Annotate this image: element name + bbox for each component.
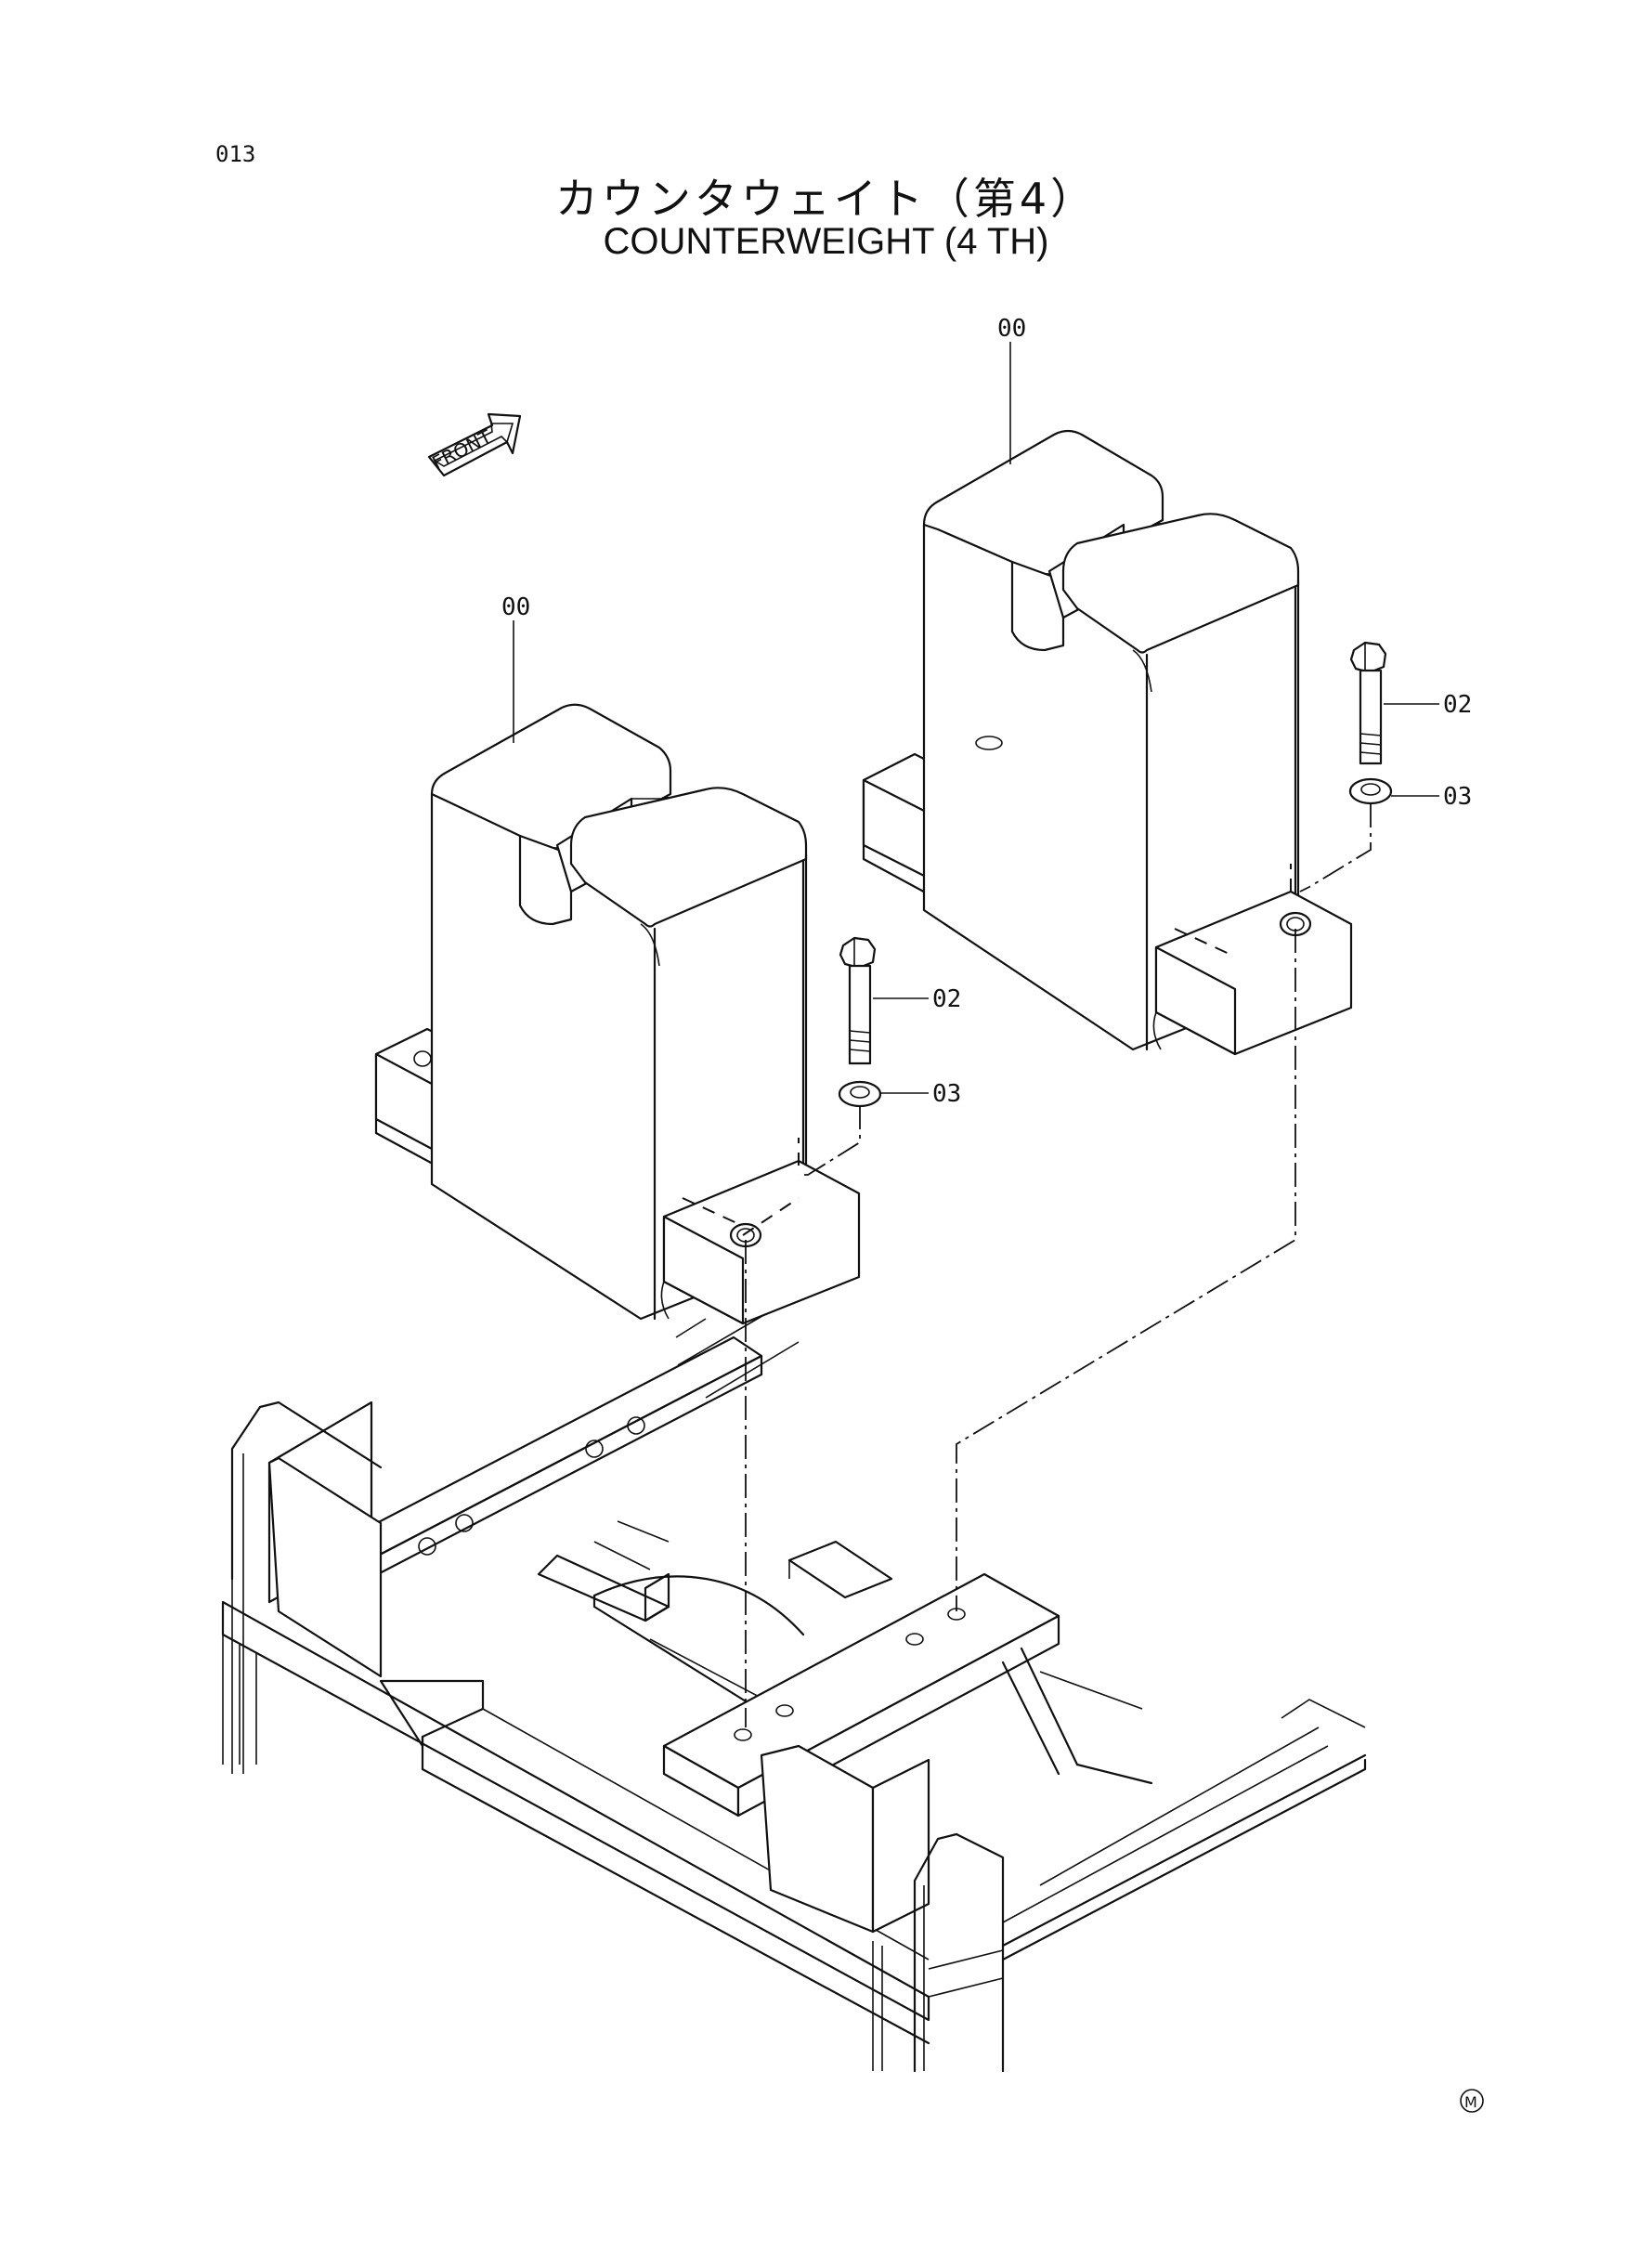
leader-lines [513, 342, 1439, 1094]
assembly-lines [745, 803, 1372, 1727]
model-mark-letter: M [1464, 2093, 1477, 2111]
callout-bolt-left: 02 [932, 985, 961, 1013]
bolt-left [839, 936, 877, 1065]
model-mark: M [1460, 2089, 1484, 2113]
bolt-right [1349, 641, 1387, 765]
callout-washer-left: 03 [932, 1080, 961, 1108]
callout-counterweight-right: 00 [997, 315, 1026, 343]
washer-right [1348, 777, 1393, 805]
page-number: 013 [215, 141, 256, 167]
base-frame [221, 1299, 1367, 2073]
callout-washer-right: 03 [1443, 783, 1472, 811]
counterweight-left [374, 703, 861, 1325]
counterweight-right [862, 429, 1353, 1056]
callout-bolt-right: 02 [1443, 691, 1472, 719]
title-english: COUNTERWEIGHT (4 TH) [603, 221, 1049, 262]
title-japanese: カウンタウェイト（第4） [554, 174, 1098, 224]
front-arrow: FRONT [427, 412, 522, 477]
callout-counterweight-left: 00 [501, 593, 530, 621]
washer-left [838, 1080, 882, 1108]
